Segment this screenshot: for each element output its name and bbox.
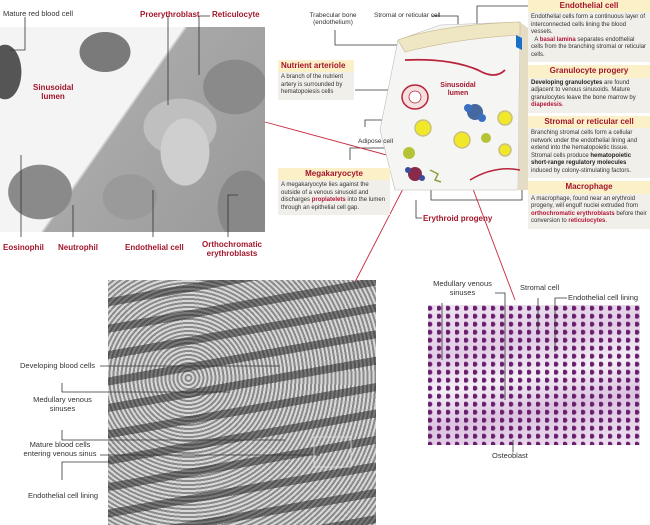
callout-title: Endothelial cell <box>528 0 650 13</box>
text-run: separates endothelial cells from the bra… <box>531 36 647 58</box>
label-hist-osteoblast: Osteoblast <box>492 451 528 460</box>
text-run: Branching stromal cells form a cellular … <box>531 130 638 159</box>
callout-title: Nutrient arteriole <box>278 60 354 73</box>
label-sinusoidal-lumen: Sinusoidal lumen <box>33 83 73 101</box>
label-hist-endothelial-cell-lining: Endothelial cell lining <box>568 293 639 302</box>
text-highlight: reticulocytes <box>568 218 606 225</box>
label-line: erythroblasts <box>206 249 258 259</box>
label-medullary-venous-sinuses: Medullary venous sinuses <box>30 395 95 413</box>
text-run: . <box>562 102 564 109</box>
label-line: Mature blood cells <box>29 440 91 449</box>
text-run: A <box>534 36 540 43</box>
text-run: A macrophage, found near an erythroid pr… <box>531 195 638 210</box>
text-run: before their conversion to <box>531 210 647 225</box>
callout-nutrient-arteriole: Nutrient arteriole A branch of the nutri… <box>278 60 354 100</box>
label-orthochromatic: Orthochromatic erythroblasts <box>200 240 264 258</box>
callout-title: Macrophage <box>528 181 650 194</box>
histology-micrograph <box>428 305 640 445</box>
label-line: lumen <box>41 92 65 102</box>
text-run: . <box>605 218 608 225</box>
label-adipose-cell: Adipose cell <box>358 138 394 145</box>
callout-endothelial-cell: Endothelial cell Endothelial cells form … <box>528 0 650 63</box>
text-highlight: basal lamina <box>539 36 576 43</box>
label-erythroid-progeny: Erythroid progeny <box>423 214 493 223</box>
callout-title: Megakaryocyte <box>278 168 390 181</box>
text-highlight: orthochromatic erythroblasts <box>531 210 615 217</box>
callout-column: Endothelial cell Endothelial cells form … <box>528 0 650 229</box>
callout-granulocyte: Granulocyte progery Developing granulocy… <box>528 65 650 113</box>
callout-text: Developing granulocytes are found adjace… <box>528 78 650 113</box>
text-bold: hematopoietic short-range regulatory mol… <box>531 152 632 167</box>
label-stromal-cell: Stromal or reticular cell <box>374 12 441 19</box>
callout-macrophage: Macrophage A macrophage, found near an e… <box>528 181 650 229</box>
label-reticulocyte: Reticulocyte <box>212 10 260 19</box>
callout-stromal-cell: Stromal or reticular cell Branching stro… <box>528 115 650 179</box>
label-line: Sinusoidal <box>440 82 476 89</box>
text-bold: Developing granulocytes <box>531 79 603 86</box>
label-hist-medullary-venous-sinuses: Medullary venous sinuses <box>430 279 495 297</box>
label-line: entering venous sinus <box>23 448 97 458</box>
label-line: sinuses <box>449 287 476 297</box>
callout-text: A megakaryocyte lies against the outside… <box>278 180 390 215</box>
label-line: lumen <box>447 90 469 98</box>
label-proerythroblast: Proerythroblast <box>140 10 200 19</box>
label-line: sinuses <box>49 403 76 413</box>
callout-title: Granulocyte progery <box>528 65 650 78</box>
callout-text: Branching stromal cells form a cellular … <box>528 128 650 178</box>
callout-megakaryocyte: Megakaryocyte A megakaryocyte lies again… <box>278 168 390 216</box>
label-endothelial-cell: Endothelial cell <box>125 243 184 252</box>
callout-title: Stromal or reticular cell <box>528 115 650 129</box>
label-line: Orthochromatic <box>201 240 262 249</box>
tem-micrograph <box>0 27 265 232</box>
label-neutrophil: Neutrophil <box>58 243 98 252</box>
text-highlight: diapedesis <box>531 102 563 109</box>
text-run: into the lumen through an epithelial cel… <box>281 197 386 211</box>
sem-micrograph <box>108 280 376 525</box>
label-hist-stromal-cell: Stromal cell <box>520 283 560 292</box>
callout-text: A branch of the nutrient artery is surro… <box>281 74 344 96</box>
label-developing-blood-cells: Developing blood cells <box>20 361 96 370</box>
callout-text: Endothelial cells form a continuous laye… <box>528 12 650 62</box>
text-highlight: proplatelets <box>311 197 346 204</box>
label-eosinophil: Eosinophil <box>3 243 44 252</box>
label-line: Medullary venous <box>433 279 492 288</box>
label-endothelial-cell-lining: Endothelial cell lining <box>28 491 99 500</box>
text-run: are found adjacent to venous sinusoids. … <box>531 79 636 101</box>
label-diagram-sinusoidal-lumen: Sinusoidal lumen <box>438 82 478 98</box>
label-mature-blood-cells: Mature blood cells entering venous sinus <box>22 440 98 458</box>
label-line: Trabecular bone <box>309 12 357 19</box>
text-run: induced by colony-stimulating factors. <box>531 167 632 174</box>
label-line: Sinusoidal <box>33 83 74 92</box>
label-mature-rbc: Mature red blood cell <box>3 9 74 18</box>
label-line: Medullary venous <box>33 395 92 404</box>
label-line: (endothelium) <box>313 19 353 27</box>
text-run: A megakaryocyte lies against the outside… <box>281 182 369 204</box>
text-run: Endothelial cells form a continuous laye… <box>531 14 646 36</box>
label-trabecular-bone: Trabecular bone (endothelium) <box>303 12 363 27</box>
callout-text: A macrophage, found near an erythroid pr… <box>528 194 650 229</box>
